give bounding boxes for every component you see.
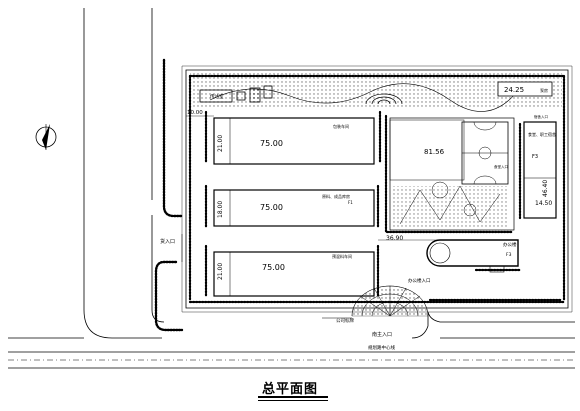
south-entrance-label: 南主入口 — [372, 331, 392, 338]
south-entrance-fan — [351, 285, 429, 317]
warehouse-b-depth: 18.00 — [217, 201, 224, 218]
office-entrance-label: 办公楼入口 — [408, 277, 431, 284]
top-right-dim: 24.25 — [504, 86, 524, 94]
warehouse-a-depth: 21.00 — [217, 135, 224, 152]
warehouse-b-area: 75.00 — [260, 203, 283, 212]
left-dim: 10.00 — [187, 110, 203, 116]
central-plaza — [389, 117, 515, 231]
road-center-label: 规划路中心线 — [368, 344, 395, 351]
warehouse-a: 75.00 包装车间 21.00 — [213, 117, 375, 165]
warehouse-b: 75.00 原料、成品库房 F1 18.00 — [213, 189, 375, 227]
warehouse-a-area: 75.00 — [260, 139, 283, 148]
site-boundary — [181, 65, 573, 313]
top-left-label: 传达室 — [210, 93, 224, 100]
warehouse-c-area: 75.00 — [262, 263, 285, 272]
dormitory-floors: F3 — [532, 154, 538, 160]
left-tree-curves — [154, 58, 184, 332]
warehouse-c-name: 预混料车间 — [332, 253, 352, 259]
plaza-width: 81.56 — [424, 148, 445, 156]
title-underline — [258, 396, 328, 398]
dormitory-width: 14.50 — [535, 200, 552, 207]
north-arrow-icon — [35, 124, 57, 150]
gatehouse-buildings — [199, 85, 273, 103]
warehouse-a-name: 包装车间 — [333, 123, 349, 129]
dormitory-name: 食堂、职工宿舍 — [528, 131, 556, 137]
dormitory-length: 46.40 — [542, 180, 549, 197]
company-sign-label: 公司标牌 — [336, 317, 354, 324]
page-title: 总平面图 — [261, 382, 318, 397]
office-name: 办公楼 — [503, 241, 517, 248]
office-floors: F3 — [506, 252, 512, 258]
warehouse-c: 75.00 预混料车间 21.00 — [213, 251, 375, 297]
west-gate-label: 货入口 — [160, 238, 175, 245]
dorm-entrance-label: 宿舍入口 — [534, 114, 548, 119]
office-building: 办公楼 F3 — [426, 239, 519, 273]
road-lines — [8, 8, 575, 369]
canteen-entrance-label: 食堂入口 — [494, 164, 508, 169]
warehouse-c-depth: 21.00 — [217, 263, 224, 280]
warehouse-b-floors: F1 — [348, 200, 353, 205]
dormitory: 食堂、职工宿舍 F3 46.40 14.50 — [523, 121, 557, 219]
warehouse-b-name: 原料、成品库房 — [322, 193, 350, 199]
title-underline-thin — [258, 400, 328, 401]
top-right-building: 24.25 泵房 — [497, 81, 553, 97]
pump-room-label: 泵房 — [540, 87, 548, 93]
office-dim: 36.90 — [386, 235, 403, 242]
